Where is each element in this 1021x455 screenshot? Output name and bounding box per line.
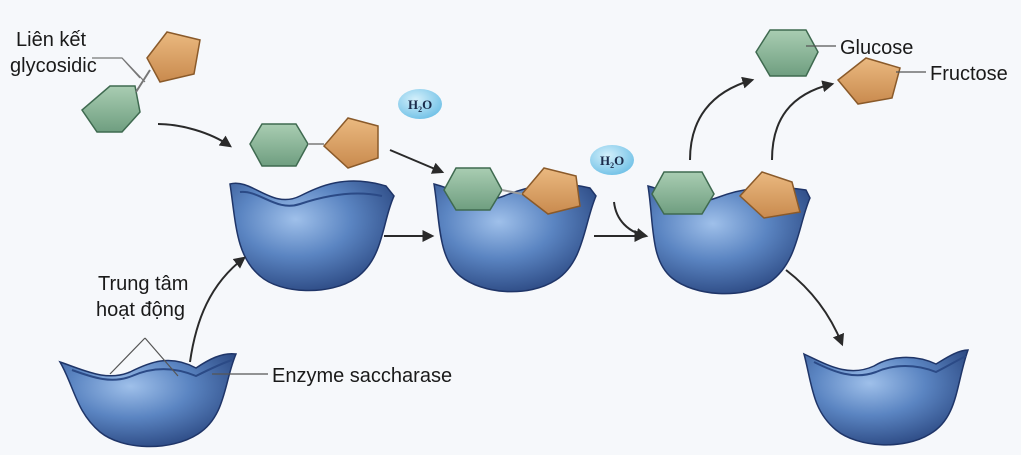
enzyme-free-left (58, 352, 238, 448)
glucose-ring (651, 171, 715, 215)
arrow-sucrose-to-complex (389, 149, 445, 174)
enzyme-label: Enzyme saccharase (272, 365, 452, 387)
arrow-substrate-to-enzyme (157, 123, 232, 148)
released-glucose (755, 29, 819, 77)
glycosidic-bond (135, 69, 151, 93)
glucose-ring (249, 123, 309, 167)
svg-text:H2O: H2O (408, 97, 432, 114)
enzyme-product-complex (647, 171, 811, 295)
glycosidic-label-line2: glycosidic (10, 55, 97, 77)
arrow-enzyme-recycle-left (189, 256, 246, 363)
active-site-label-line2: hoạt động (96, 299, 185, 321)
water-molecule-1: H2O (398, 89, 442, 119)
fructose-ring (738, 171, 801, 219)
released-fructose (836, 57, 901, 105)
active-site-label-line1: Trung tâm (98, 273, 188, 295)
active-site-pointer (109, 337, 179, 377)
glucose-ring (443, 167, 503, 211)
glucose-label: Glucose (840, 37, 913, 59)
arrow-enzyme-recycle (785, 269, 845, 347)
svg-text:H2O: H2O (600, 153, 624, 170)
fructose-ring (322, 117, 379, 169)
fructose-ring (520, 167, 581, 215)
glycosidic-pointer (92, 57, 146, 83)
glucose-ring (81, 85, 141, 133)
arrow-glucose-out (689, 76, 755, 161)
arrow-fructose-out (771, 80, 835, 161)
enzyme-empty-1 (229, 180, 395, 292)
fructose-label: Fructose (930, 63, 1008, 85)
arrow-water-in (613, 201, 649, 240)
water-molecule-2: H2O (590, 145, 634, 175)
enzyme-free-right (802, 349, 970, 446)
glycosidic-label-line1: Liên kết (16, 29, 86, 51)
fructose-ring (146, 31, 201, 83)
free-sucrose (81, 31, 201, 133)
enzyme-substrate-complex (433, 167, 597, 293)
sucrose-approaching (249, 117, 379, 169)
